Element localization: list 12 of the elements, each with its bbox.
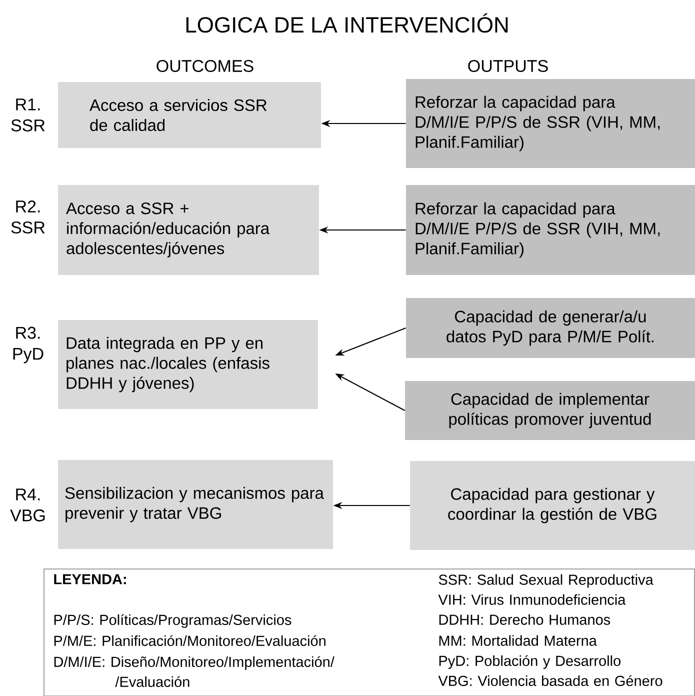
text-box: Sensibilizacion y mecanismos para prevenir y tratar VBG — [58, 460, 333, 549]
legend-box: LEYENDA: P/P/S: Políticas/Programas/Servicios P/M/E: Planificación/Monitoreo/Evaluación D/M/I/E: Diseño/Monitoreo/Implementación/ /Evaluación SSR: Salud Sexual Reproductiva VIH: Virus Inmunodeficiencia DDHH: Derecho Humanos MM: Mortalidad Materna PyD: Población y Desarrollo VBG: Violencia basada en Género — [44, 568, 695, 696]
text-box: Reforzar la capacidad para D/M/I/E P/P/S de SSR (VIH, MM, Planif.Familiar) — [406, 79, 695, 168]
text-box: Acceso a SSR + información/educación para adolescentes/jóvenes — [58, 185, 319, 275]
text-box: Capacidad de implementar políticas promover juventud — [405, 381, 695, 440]
text-box: Capacidad de generar/a/u datos PyD para P/M/E Polít. — [406, 298, 695, 358]
title: LOGICA DE LA INTERVENCIÓN — [186, 13, 508, 33]
text-box: Data integrada en PP y en planes nac./locales (enfasis DDHH y jóvenes) — [58, 320, 318, 409]
text-box: Capacidad para gestionar y coordinar la gestión de VBG — [410, 461, 695, 550]
text-box: Acceso a servicios SSR de calidad — [58, 82, 321, 148]
text-box: Reforzar la capacidad para D/M/I/E P/P/S de SSR (VIH, MM, Planif.Familiar) — [406, 185, 695, 275]
row-label: R4. VBG — [10, 488, 45, 522]
